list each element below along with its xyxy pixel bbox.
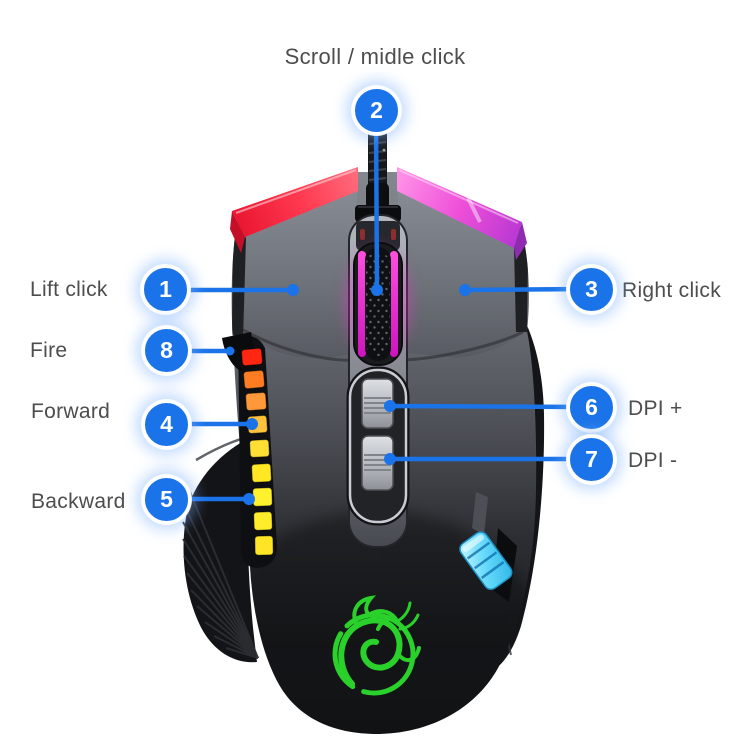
scroll-wheel bbox=[345, 242, 411, 366]
thumb-rest bbox=[182, 434, 259, 663]
callout-badge-5: 5 bbox=[142, 475, 191, 524]
callout-badge-3: 3 bbox=[567, 265, 616, 314]
dpi-minus-button bbox=[361, 435, 394, 491]
label-fire: Fire bbox=[30, 339, 68, 362]
callout-badge-4: 4 bbox=[142, 400, 191, 449]
label-backward: Backward bbox=[31, 490, 126, 513]
callout-badge-2: 2 bbox=[352, 86, 401, 135]
callout-badge-7: 7 bbox=[567, 435, 616, 484]
leader-dots bbox=[225, 284, 471, 505]
label-dpi-minus: DPI - bbox=[628, 449, 678, 472]
rgb-strip-right bbox=[397, 167, 527, 260]
label-scroll-middle-click: Scroll / midle click bbox=[284, 44, 466, 69]
label-dpi-plus: DPI + bbox=[628, 397, 683, 420]
cyan-accent-button bbox=[459, 492, 517, 602]
callout-badge-8: 8 bbox=[142, 326, 191, 375]
label-left-click: Lift click bbox=[30, 278, 108, 301]
label-right-click: Right click bbox=[622, 279, 721, 302]
dpi-cluster bbox=[346, 366, 410, 526]
rgb-strip-left bbox=[230, 167, 358, 253]
callout-badge-1: 1 bbox=[141, 265, 190, 314]
brand-logo-dragon bbox=[332, 595, 421, 696]
label-forward: Forward bbox=[31, 400, 111, 423]
callout-badge-6: 6 bbox=[567, 383, 616, 432]
